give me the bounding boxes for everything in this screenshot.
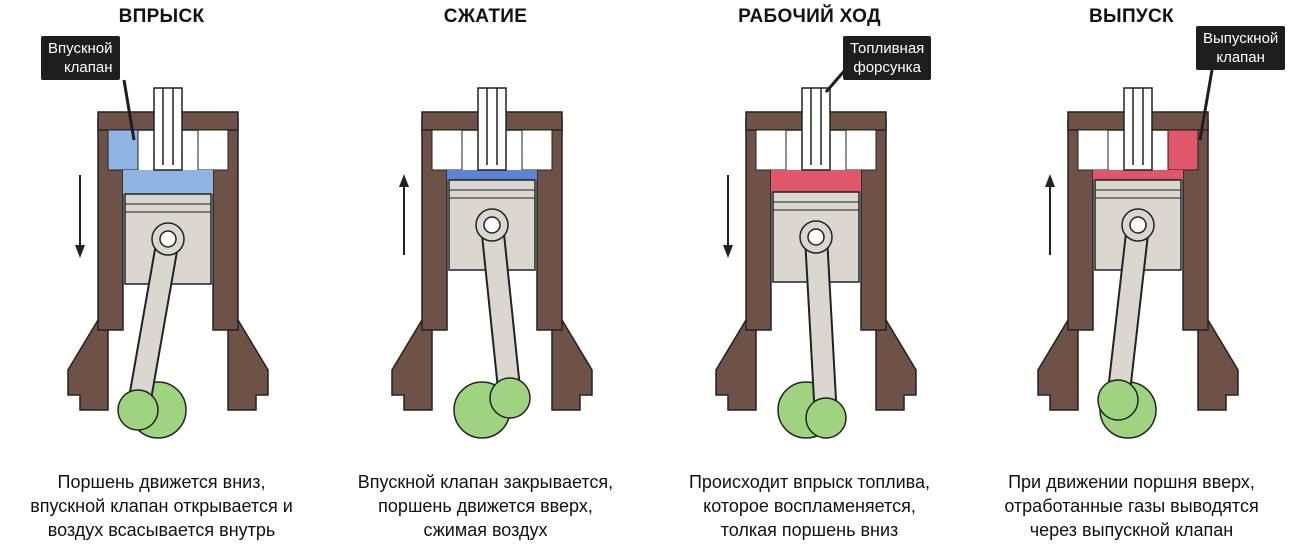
valve-assembly — [1123, 87, 1153, 171]
caption-line: Поршень движется вниз, — [57, 472, 266, 492]
callout-line: Впускной — [48, 40, 113, 57]
callout-exhaust-valve: Выпускной клапан — [1196, 26, 1286, 70]
chamber-gas — [123, 170, 213, 194]
connecting-rod — [806, 227, 836, 428]
crankcase-left — [1037, 319, 1079, 411]
callout-line: Выпускной — [1203, 30, 1279, 47]
motion-arrowhead — [723, 245, 733, 258]
callout-line: клапан — [1216, 49, 1265, 66]
exhaust-port — [197, 129, 229, 171]
caption-line: Происходит впрыск топлива, — [688, 472, 931, 492]
motion-arrowhead — [399, 174, 409, 187]
wrist-pin — [807, 228, 825, 246]
chamber-gas — [771, 170, 861, 192]
stage-title: ВПРЫСК — [118, 6, 205, 27]
intake-port — [431, 129, 463, 171]
callout-line: Топливная — [850, 40, 925, 57]
caption-line: отработанные газы выводятся — [1004, 496, 1259, 516]
connecting-rod — [482, 215, 520, 408]
engine-diagram-intake — [67, 87, 269, 439]
crank-pin — [117, 389, 159, 431]
connecting-rod — [128, 229, 178, 420]
stage-exhaust: ВЫПУСК При движении поршня вверх, отрабо… — [970, 0, 1293, 548]
wrist-pin — [1129, 216, 1147, 234]
stage-compression: СЖАТИЕ Впускной клапан закрывается, порш… — [324, 0, 647, 548]
valve-assembly — [801, 87, 831, 171]
crankcase-left — [67, 319, 109, 411]
stage-caption: При движении поршня вверх, отработанные … — [970, 470, 1293, 542]
intake-port — [755, 129, 787, 171]
crankcase-right — [875, 319, 917, 411]
exhaust-port — [1167, 129, 1199, 171]
stage-power: РАБОЧИЙ ХОД Происходит впрыск топлива, к… — [648, 0, 971, 548]
intake-port — [107, 129, 139, 171]
callout-intake-valve: Впускной клапан — [41, 36, 120, 80]
caption-line: Впускной клапан закрывается, — [357, 472, 614, 492]
stage-title: РАБОЧИЙ ХОД — [738, 6, 881, 27]
stage-intake: ВПРЫСК Поршень движется вниз, впускной к… — [0, 0, 323, 548]
caption-line: через выпускной клапан — [1029, 520, 1234, 540]
crankcase-right — [1197, 319, 1239, 411]
callout-line: форсунка — [853, 59, 921, 76]
engine-diagram-compression — [391, 87, 593, 439]
stage-caption: Впускной клапан закрывается, поршень дви… — [324, 470, 647, 542]
caption-line: впускной клапан открывается и — [30, 496, 293, 516]
valve-assembly — [153, 87, 183, 171]
exhaust-port — [845, 129, 877, 171]
caption-line: При движении поршня вверх, — [1008, 472, 1255, 492]
intake-port — [1077, 129, 1109, 171]
crankcase-left — [715, 319, 757, 411]
crankcase-left — [391, 319, 433, 411]
stage-title: ВЫПУСК — [1089, 6, 1174, 27]
crankcase-right — [227, 319, 269, 411]
callout-line: клапан — [63, 59, 113, 76]
wrist-pin — [159, 230, 177, 248]
chamber-gas — [1093, 170, 1183, 180]
valve-assembly — [477, 87, 507, 171]
chamber-gas — [447, 170, 537, 180]
engine-diagram-exhaust — [1037, 87, 1239, 439]
stage-caption: Происходит впрыск топлива, которое воспл… — [648, 470, 971, 542]
engine-diagram-power — [715, 87, 917, 439]
caption-line: поршень движется вверх, — [378, 496, 593, 516]
stage-caption: Поршень движется вниз, впускной клапан о… — [0, 470, 323, 542]
caption-line: толкая поршень вниз — [720, 520, 899, 540]
exhaust-port — [521, 129, 553, 171]
callout-fuel-injector: Топливная форсунка — [843, 36, 932, 80]
connecting-rod — [1108, 215, 1148, 410]
caption-line: воздух всасывается внутрь — [47, 520, 276, 540]
wrist-pin — [483, 216, 501, 234]
stage-title: СЖАТИЕ — [443, 6, 528, 27]
caption-line: которое воспламеняется, — [703, 496, 916, 516]
crankcase-right — [551, 319, 593, 411]
motion-arrowhead — [75, 245, 85, 258]
crank-pin — [489, 377, 531, 419]
crank-pin — [1097, 379, 1139, 421]
motion-arrowhead — [1045, 174, 1055, 187]
crank-pin — [805, 397, 847, 439]
caption-line: сжимая воздух — [423, 520, 548, 540]
